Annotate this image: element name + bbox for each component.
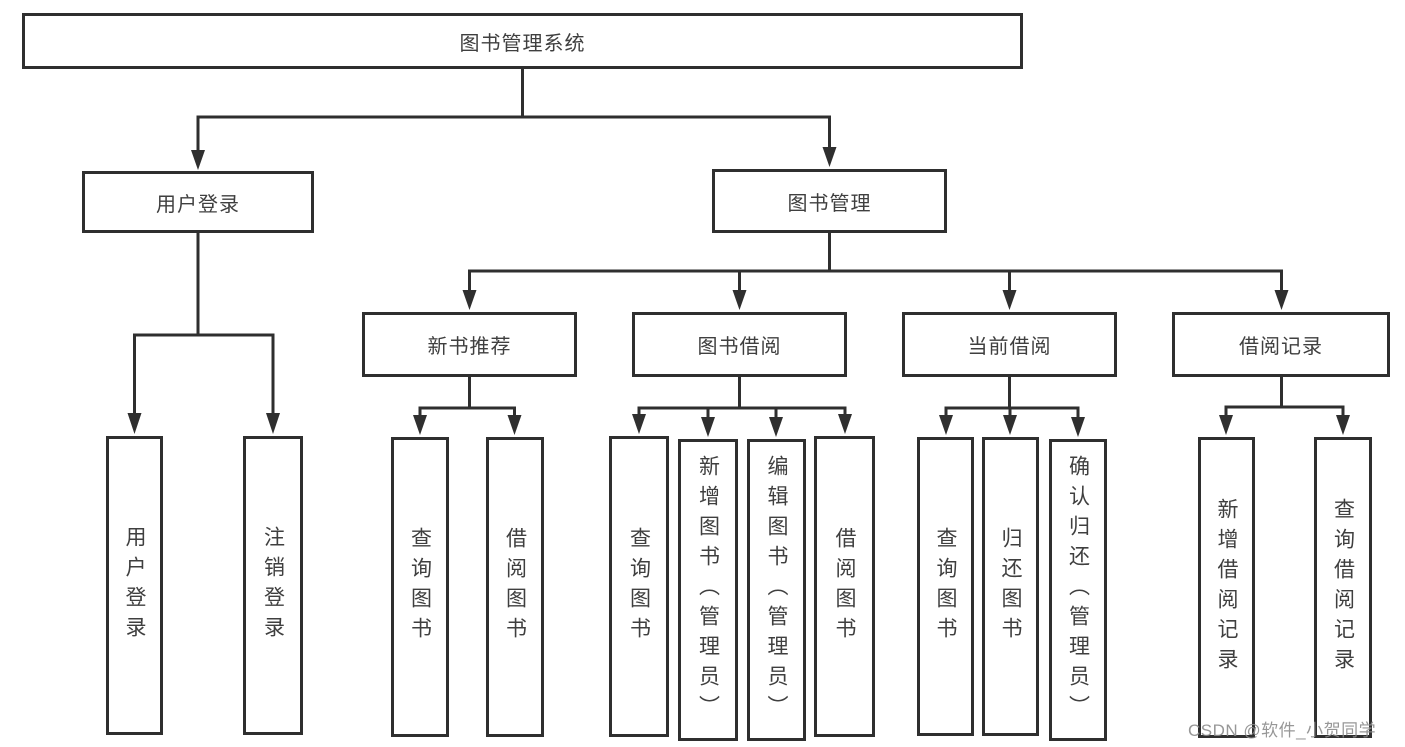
node-current-borrow-label: 当前借阅 — [967, 336, 1052, 358]
node-new-book-recommend: 新书推荐 — [362, 312, 577, 377]
leaf-query-book-b-label: 查询图书 — [627, 526, 651, 647]
leaf-confirm-return: 确认归还（管理员） — [1049, 439, 1107, 741]
leaf-return-book: 归还图书 — [982, 437, 1039, 736]
node-book-borrow: 图书借阅 — [632, 312, 847, 377]
leaf-query-book-b: 查询图书 — [609, 436, 669, 737]
node-new-book-recommend-label: 新书推荐 — [427, 336, 512, 358]
node-root: 图书管理系统 — [22, 13, 1023, 69]
leaf-add-record: 新增借阅记录 — [1198, 437, 1255, 738]
leaf-add-record-label: 新增借阅记录 — [1215, 497, 1238, 678]
node-user-login: 用户登录 — [82, 171, 314, 233]
leaf-user-login-label: 用户登录 — [123, 525, 146, 646]
node-user-login-label: 用户登录 — [156, 193, 240, 216]
node-borrow-record: 借阅记录 — [1172, 312, 1390, 377]
arrowheads — [127, 147, 1350, 437]
node-book-management: 图书管理 — [712, 169, 947, 233]
node-root-label: 图书管理系统 — [459, 32, 586, 55]
leaf-logout: 注销登录 — [243, 436, 303, 735]
tree-edges — [133, 69, 1345, 422]
leaf-query-book-c-label: 查询图书 — [934, 526, 957, 647]
leaf-edit-book-label: 编辑图书（管理员） — [765, 455, 788, 725]
leaf-confirm-return-label: 确认归还（管理员） — [1066, 455, 1090, 725]
leaf-query-book-a-label: 查询图书 — [408, 527, 432, 647]
leaf-user-login: 用户登录 — [106, 436, 163, 735]
node-book-management-label: 图书管理 — [787, 192, 872, 215]
leaf-edit-book: 编辑图书（管理员） — [747, 439, 806, 741]
node-borrow-record-label: 借阅记录 — [1239, 336, 1323, 358]
leaf-query-record-label: 查询借阅记录 — [1331, 497, 1355, 678]
csdn-watermark: CSDN @软件_小贺同学 — [1188, 721, 1377, 740]
node-book-borrow-label: 图书借阅 — [697, 336, 782, 358]
leaf-add-book-label: 新增图书（管理员） — [696, 455, 720, 725]
leaf-query-record: 查询借阅记录 — [1314, 437, 1372, 738]
leaf-logout-label: 注销登录 — [261, 525, 285, 646]
leaf-borrow-book-a: 借阅图书 — [486, 437, 544, 737]
leaf-borrow-book-a-label: 借阅图书 — [503, 527, 527, 647]
leaf-borrow-book-b-label: 借阅图书 — [833, 526, 856, 647]
leaf-add-book: 新增图书（管理员） — [678, 439, 738, 741]
leaf-return-book-label: 归还图书 — [999, 526, 1022, 647]
node-current-borrow: 当前借阅 — [902, 312, 1117, 377]
leaf-query-book-a: 查询图书 — [391, 437, 449, 737]
leaf-borrow-book-b: 借阅图书 — [814, 436, 875, 737]
leaf-query-book-c: 查询图书 — [917, 437, 974, 736]
